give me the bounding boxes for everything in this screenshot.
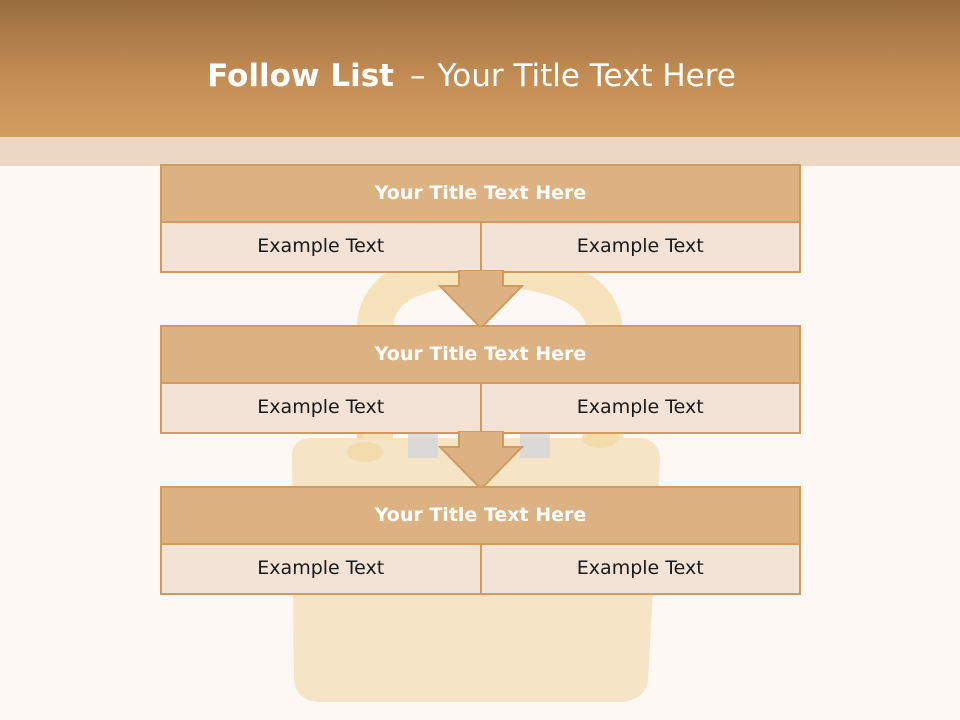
block-row: Example Text Example Text — [162, 384, 799, 432]
title-rest: Your Title Text Here — [437, 58, 736, 94]
header-band — [0, 137, 960, 166]
block-cell-right: Example Text — [479, 223, 799, 271]
title-bold: Follow List — [207, 58, 394, 94]
list-block-2: Your Title Text Here Example Text Exampl… — [160, 325, 801, 434]
block-cell-left: Example Text — [162, 545, 480, 593]
list-block-1: Your Title Text Here Example Text Exampl… — [160, 164, 801, 273]
title-separator: – — [409, 58, 426, 94]
block-title: Your Title Text Here — [162, 488, 799, 545]
block-title: Your Title Text Here — [162, 327, 799, 384]
list-block-3: Your Title Text Here Example Text Exampl… — [160, 486, 801, 595]
slide-title: Follow List–Your Title Text Here — [0, 52, 943, 100]
block-title: Your Title Text Here — [162, 166, 799, 223]
block-cell-right: Example Text — [479, 384, 799, 432]
block-row: Example Text Example Text — [162, 223, 799, 271]
block-cell-left: Example Text — [162, 384, 480, 432]
block-row: Example Text Example Text — [162, 545, 799, 593]
header-bar — [0, 0, 960, 137]
down-arrow-icon — [438, 431, 524, 491]
down-arrow-icon — [438, 270, 524, 330]
block-cell-left: Example Text — [162, 223, 480, 271]
block-cell-right: Example Text — [479, 545, 799, 593]
